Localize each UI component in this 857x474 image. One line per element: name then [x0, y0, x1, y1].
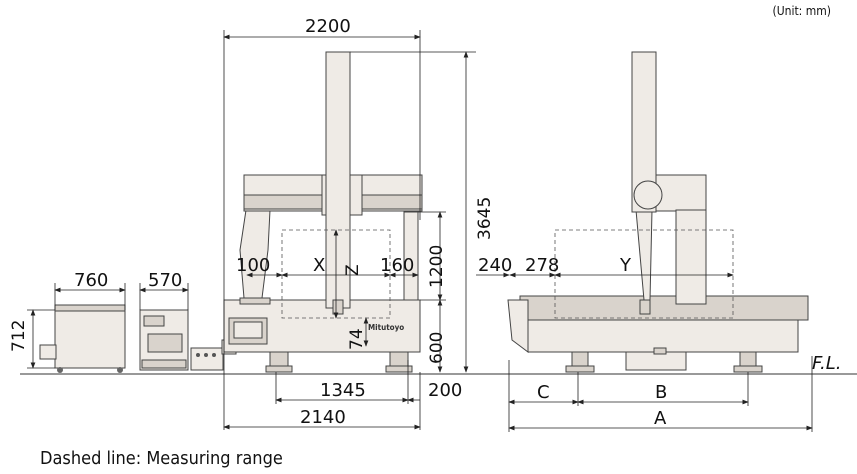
- table-height-label: 600: [427, 332, 447, 364]
- brand-logo: Mitutoyo: [368, 323, 404, 332]
- caption: Dashed line: Measuring range: [40, 448, 283, 469]
- pc-cabinet: [139, 309, 189, 371]
- machine-front-view: Mitutoyo: [223, 51, 423, 373]
- probe-clearance-label: 74: [347, 328, 367, 350]
- z-axis-label: Z: [343, 264, 363, 276]
- pc-width-label: 570: [148, 270, 182, 291]
- side-front-label: 240: [478, 255, 512, 276]
- base-width-label: 1345: [320, 380, 366, 401]
- dim-b-label: B: [655, 382, 667, 403]
- base-side-label: 200: [428, 380, 462, 401]
- machine-side-view: [507, 51, 809, 373]
- overall-width-label: 2200: [305, 16, 351, 37]
- dim-a-label: A: [654, 408, 667, 429]
- footprint-width-label: 2140: [300, 407, 346, 428]
- y-axis-label: Y: [619, 255, 632, 276]
- side-offset-label: 278: [525, 255, 559, 276]
- dim-c-label: C: [537, 382, 550, 403]
- left-offset-label: 100: [236, 255, 270, 276]
- overall-height-label: 3645: [475, 197, 495, 240]
- controller-width-label: 760: [74, 270, 108, 291]
- controller-cabinet: [39, 304, 126, 373]
- unit-label: (Unit: mm): [772, 4, 831, 18]
- cabinet-height-label: 712: [9, 320, 29, 352]
- right-offset-label: 160: [380, 255, 414, 276]
- floor-label: F.L.: [812, 353, 842, 374]
- x-axis-label: X: [313, 255, 325, 276]
- z-travel-label: 1200: [427, 245, 447, 288]
